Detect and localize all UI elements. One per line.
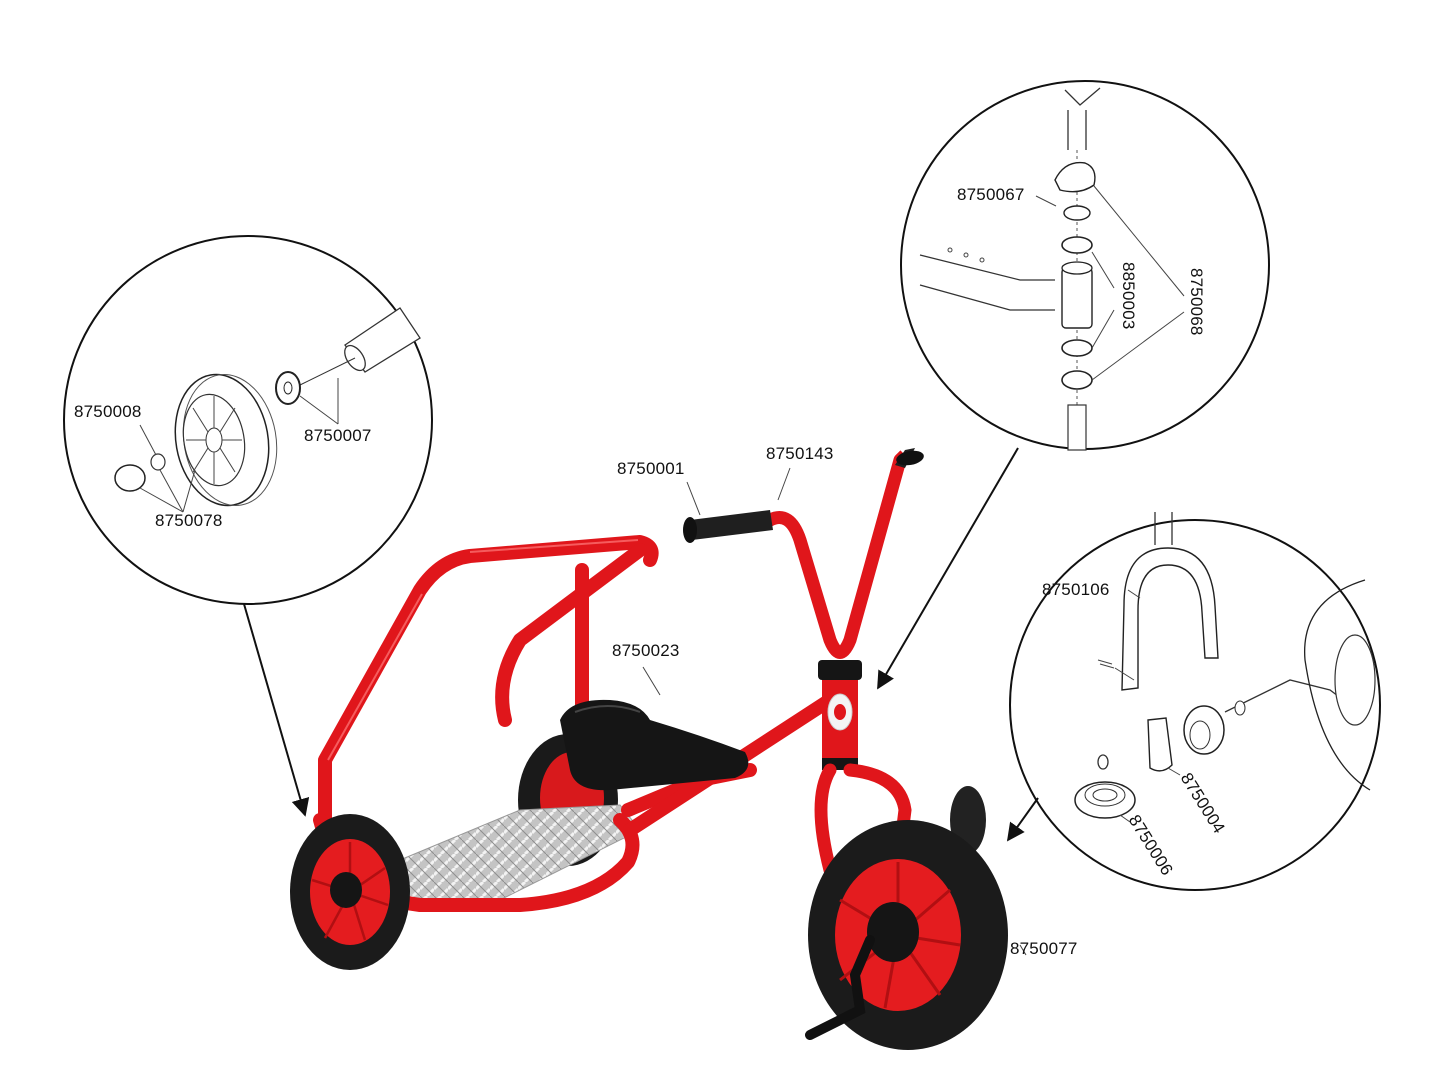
- part-label-8850003: 8850003: [1119, 262, 1138, 330]
- part-label-8750008: 8750008: [74, 402, 142, 421]
- tricycle-illustration: [290, 448, 1027, 1050]
- part-label-8750068: 8750068: [1187, 268, 1206, 336]
- fork-detail-callout: [1006, 512, 1381, 891]
- part-label-8750007: 8750007: [304, 426, 372, 445]
- part-label-8750077: 8750077: [1010, 939, 1078, 958]
- headset-detail-callout: [877, 80, 1270, 690]
- front-wheel: [805, 786, 1008, 1050]
- part-label-8750001: 8750001: [617, 459, 685, 478]
- part-label-8750143: 8750143: [766, 444, 834, 463]
- part-label-8750023: 8750023: [612, 641, 680, 660]
- rear-wheel-detail-callout: [63, 235, 433, 817]
- rear-wheel-front: [290, 814, 410, 970]
- part-label-8750078: 8750078: [155, 511, 223, 530]
- part-label-8750067: 8750067: [957, 185, 1025, 204]
- part-label-8750106: 8750106: [1042, 580, 1110, 599]
